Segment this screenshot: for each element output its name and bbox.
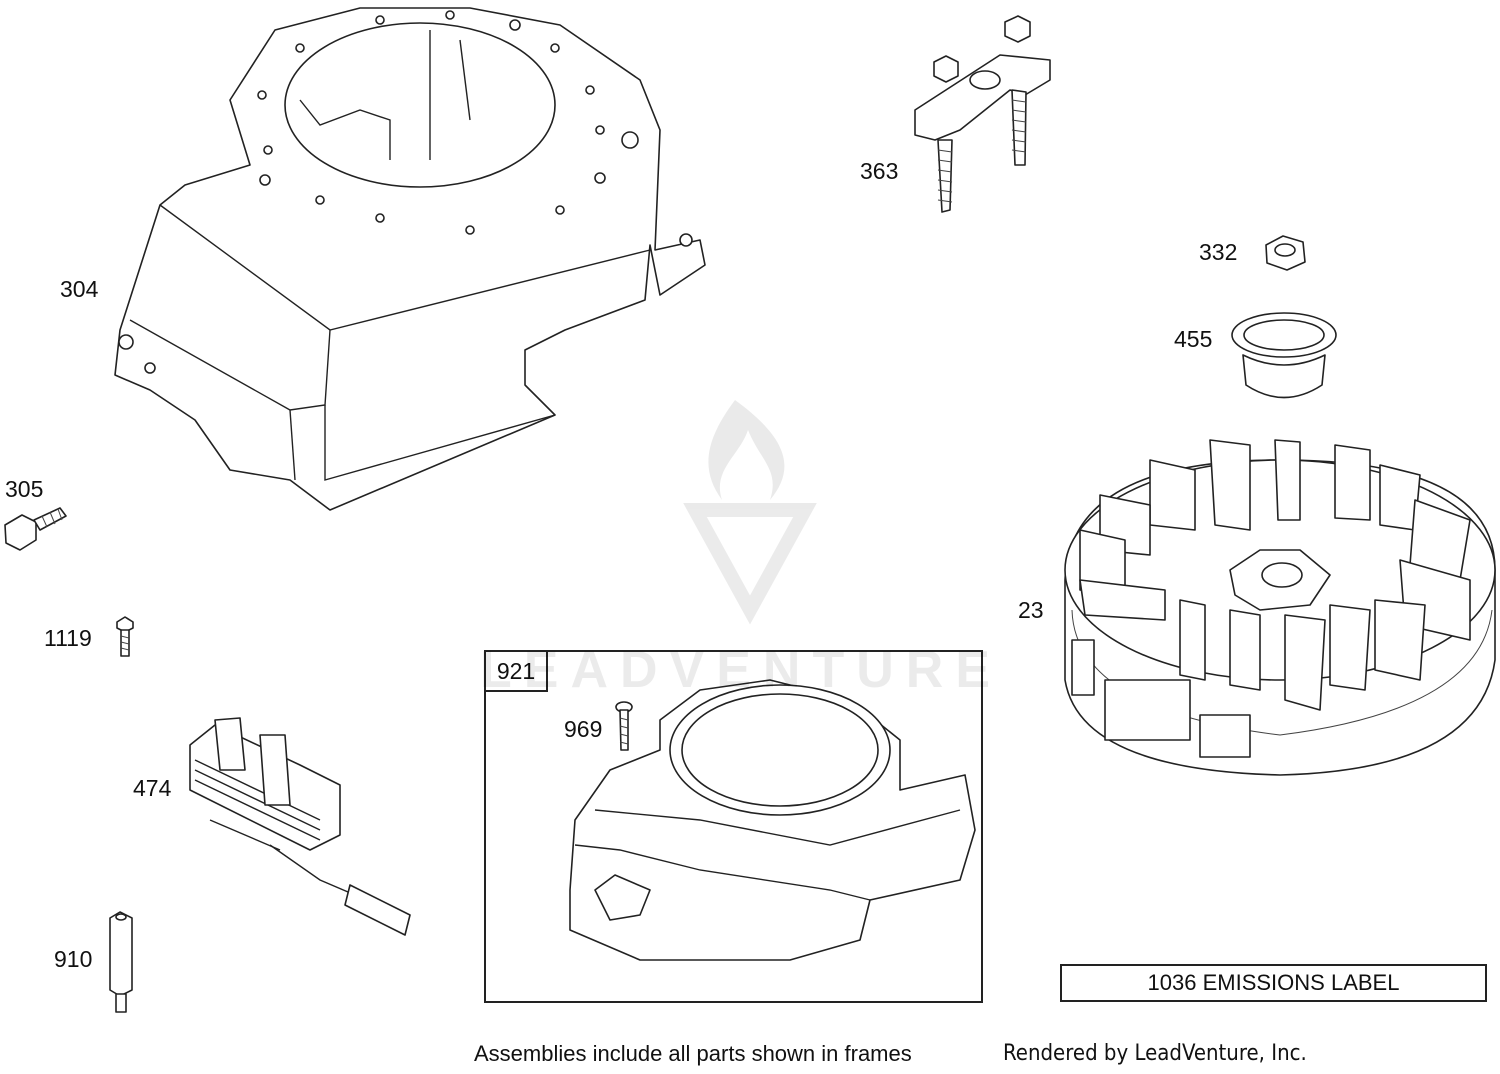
blower-housing-part-304[interactable] (114, 7, 706, 511)
callout-910[interactable]: 910 (54, 946, 93, 972)
assemblies-note: Assemblies include all parts shown in fr… (474, 1041, 912, 1066)
flywheel-vents (1071, 639, 1251, 758)
screw-part-969[interactable] (615, 701, 633, 751)
housing-bolt-holes (257, 10, 639, 235)
callout-969[interactable]: 969 (564, 716, 603, 742)
callout-23[interactable]: 23 (1018, 597, 1044, 623)
assembly-frame-921: 921 (484, 650, 983, 1003)
rendered-by-credit: Rendered by LeadVenture, Inc. (1003, 1041, 1307, 1066)
callout-474[interactable]: 474 (133, 775, 172, 801)
armature-part-474[interactable] (189, 717, 411, 936)
callout-304[interactable]: 304 (60, 276, 99, 302)
callout-305[interactable]: 305 (5, 476, 44, 502)
emissions-label-1036[interactable]: 1036 EMISSIONS LABEL (1060, 964, 1487, 1002)
callout-332[interactable]: 332 (1199, 239, 1238, 265)
callout-363[interactable]: 363 (860, 158, 899, 184)
nut-part-332[interactable] (1265, 235, 1306, 271)
flywheel-fins (1079, 439, 1471, 711)
callout-455[interactable]: 455 (1174, 326, 1213, 352)
bracket-part-363[interactable] (914, 15, 1051, 213)
flywheel-part-23[interactable] (1064, 439, 1496, 776)
callout-921[interactable]: 921 (486, 652, 548, 692)
watermark-logo (683, 400, 817, 625)
screw-part-1119[interactable] (116, 616, 134, 657)
blower-cover-part-921[interactable] (569, 679, 976, 961)
cup-part-455[interactable] (1231, 312, 1337, 399)
callout-1119[interactable]: 1119 (44, 625, 92, 651)
bolt-part-305[interactable] (4, 507, 67, 551)
watermark-text: LEADVENTURE (480, 641, 1003, 699)
standoff-part-910[interactable] (109, 911, 133, 1013)
